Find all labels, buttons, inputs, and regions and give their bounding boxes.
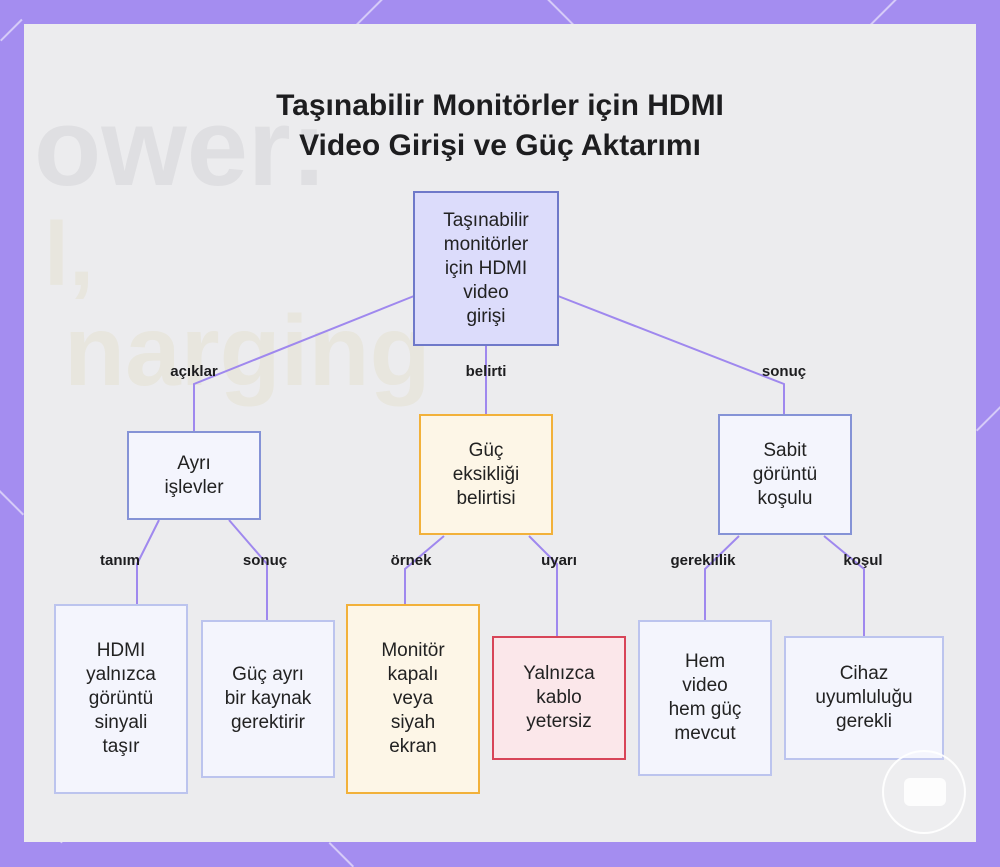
edge-label-right-leaf6: koşul: [843, 552, 883, 569]
edge-label-root-left: açıklar: [170, 363, 218, 380]
edge-label-middle-leaf4: uyarı: [541, 552, 577, 569]
frame-decoration: [328, 842, 355, 867]
edge-label-left-leaf2: sonuç: [242, 552, 288, 569]
edge-label-right-leaf5: gereklilik: [670, 552, 736, 569]
connector-lines: [136, 295, 865, 638]
link-left-leaf1: [136, 519, 160, 606]
background-text: l,: [44, 205, 95, 305]
edge-label-root-right: sonuç: [761, 363, 807, 380]
link-middle-leaf3: [404, 535, 445, 606]
frame-decoration: [538, 0, 576, 27]
edge-label-root-middle: belirti: [465, 363, 507, 380]
link-left-leaf2: [228, 519, 268, 620]
background-text: ower:: [34, 86, 328, 209]
link-root-left: [193, 295, 415, 432]
link-root-right: [557, 295, 785, 416]
title-line-1: Taşınabilir Monitörler için HDMI: [276, 89, 724, 122]
frame-decoration: [356, 0, 393, 26]
frame-decoration: [0, 490, 25, 516]
chat-icon-shape: [904, 778, 946, 806]
diagram-canvas: ower: l, narging Taşınabilir Monitörler …: [24, 24, 976, 842]
frame-decoration: [0, 18, 23, 42]
link-right-leaf6: [823, 535, 865, 638]
link-right-leaf5: [704, 535, 740, 622]
frame-decoration: [976, 405, 1000, 432]
edge-label-middle-leaf3: örnek: [390, 552, 432, 569]
diagram-title: Taşınabilir Monitörler için HDMI Video G…: [24, 86, 976, 166]
edge-label-left-leaf1: tanım: [99, 552, 141, 569]
chat-bubble-icon[interactable]: [882, 750, 966, 834]
link-middle-leaf4: [528, 535, 558, 636]
title-line-2: Video Girişi ve Güç Aktarımı: [299, 129, 701, 162]
frame-decoration: [870, 0, 900, 26]
